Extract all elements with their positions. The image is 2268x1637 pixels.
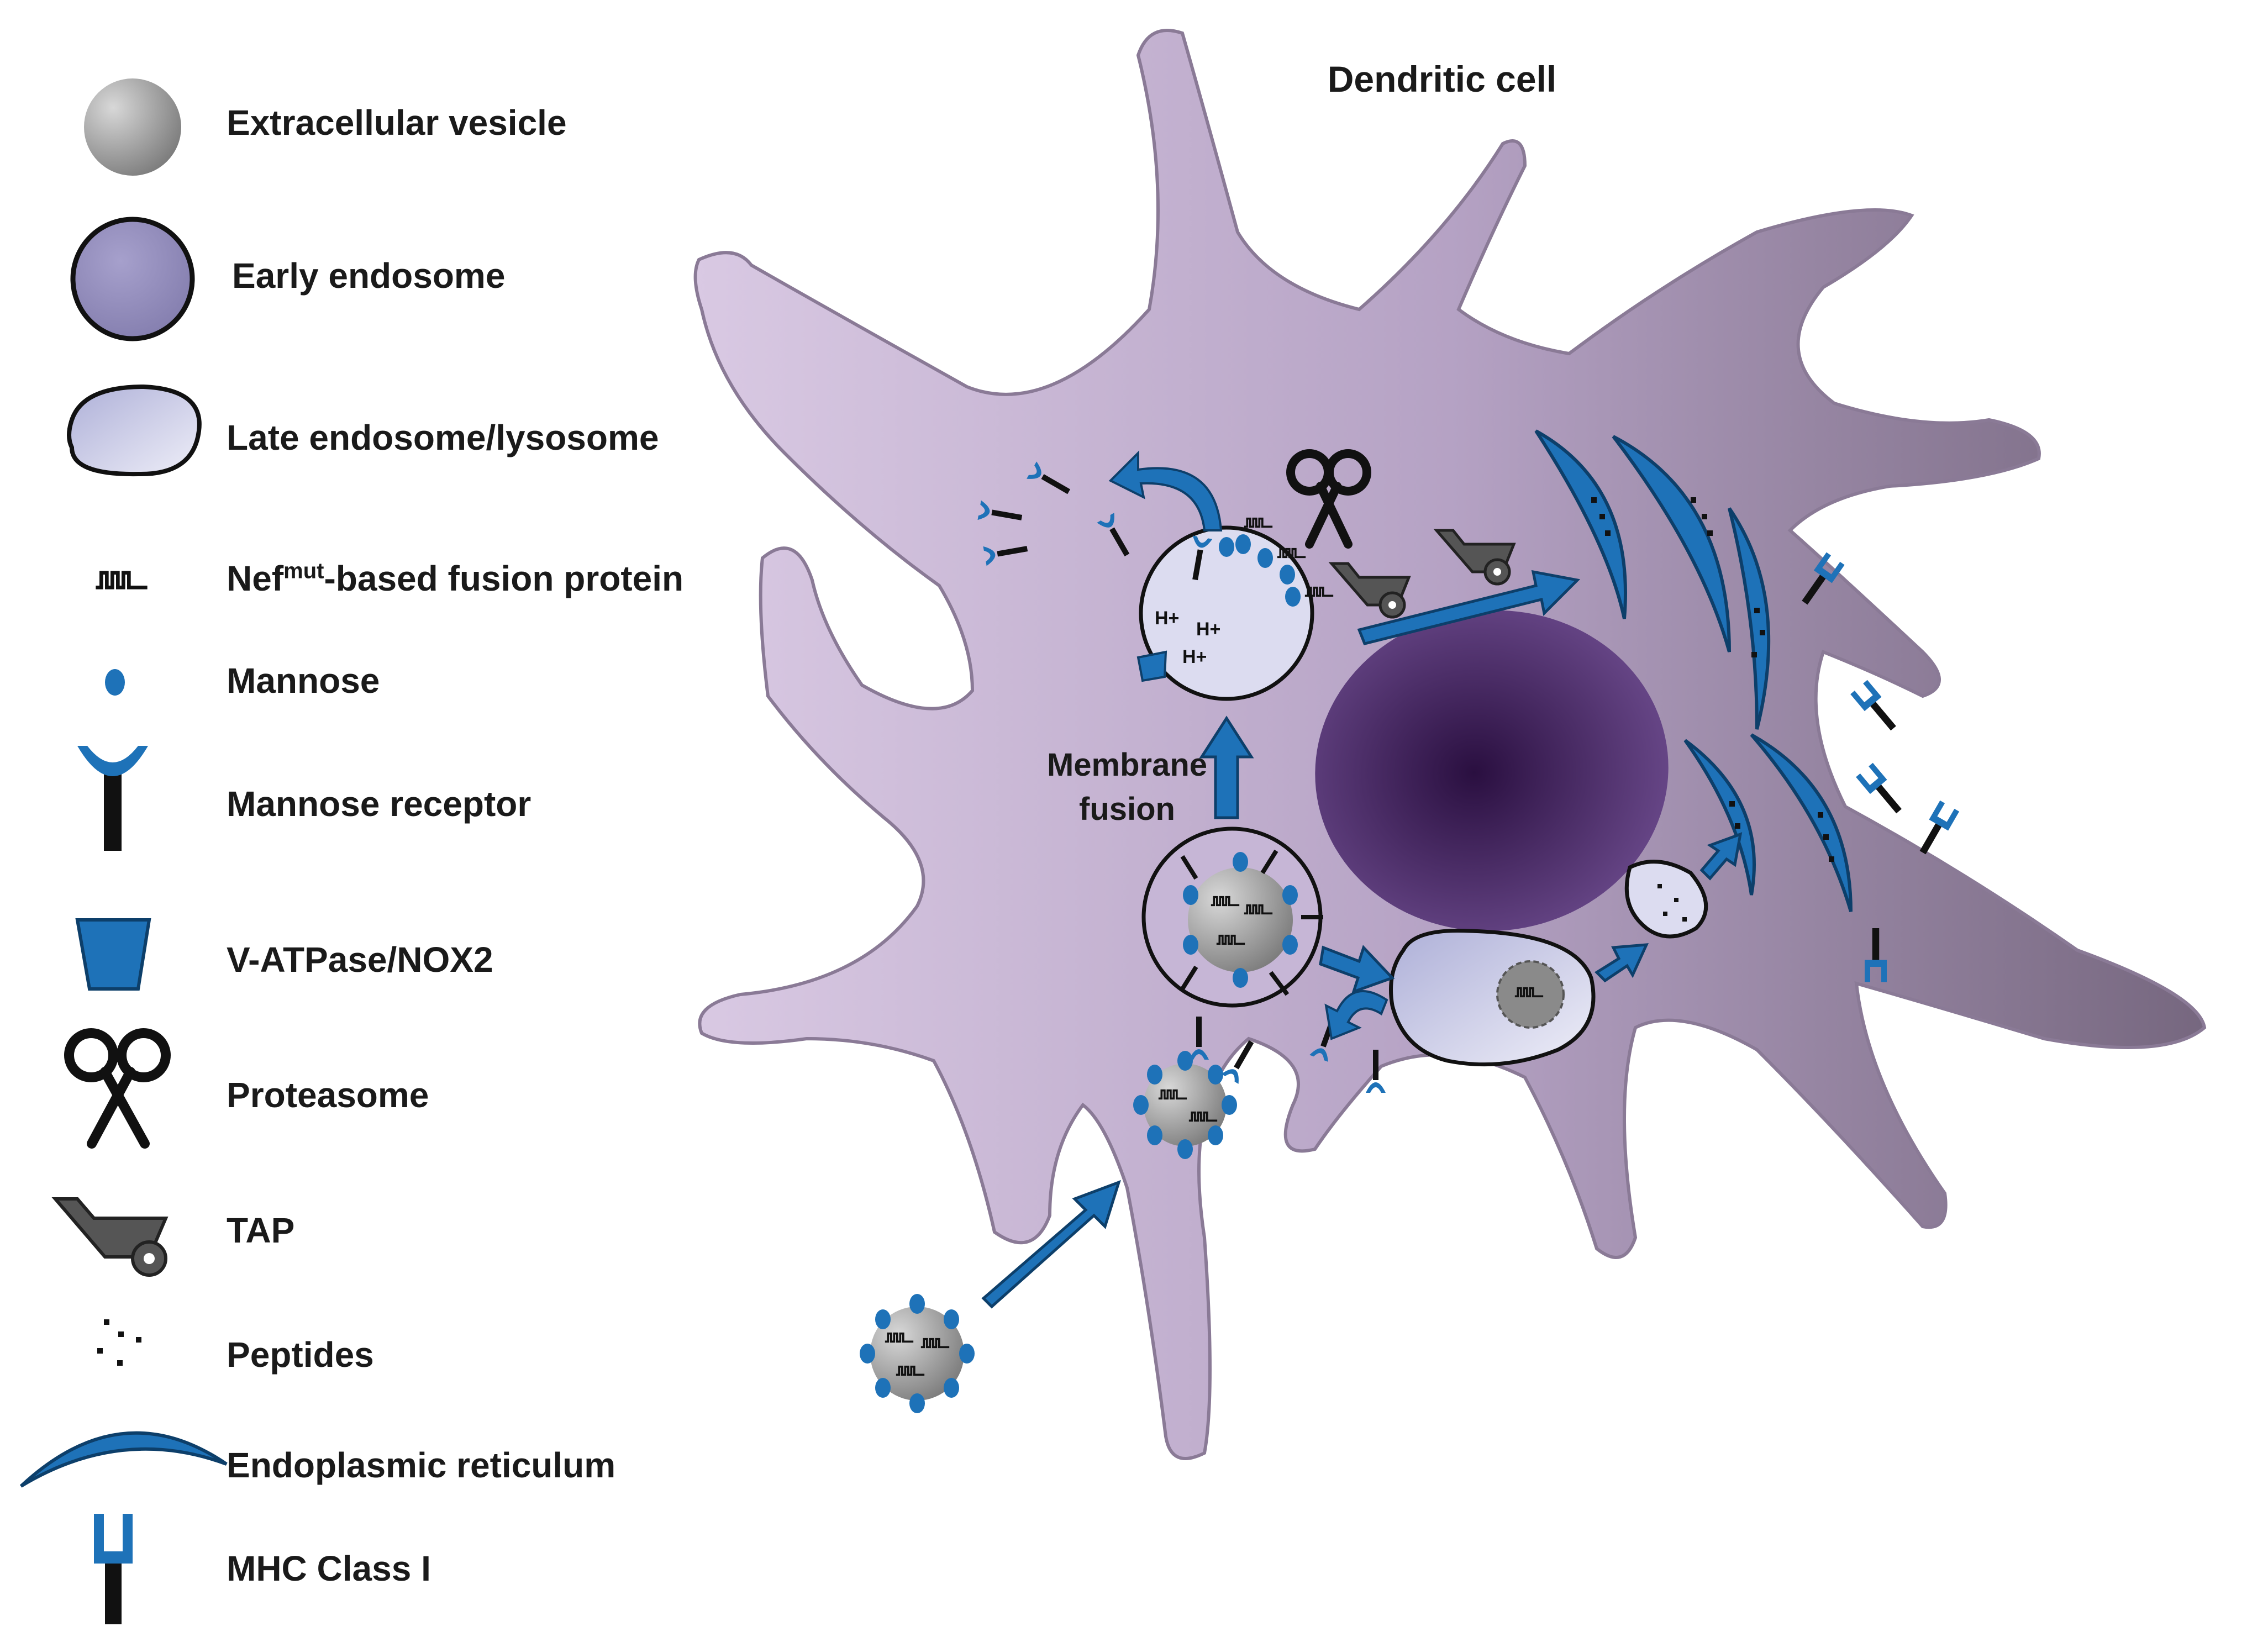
early-endosome-icon	[70, 217, 195, 341]
free-vesicle	[870, 1307, 964, 1401]
legend-label-peptides: Peptides	[227, 1335, 374, 1375]
er-stack-upper	[1534, 429, 1771, 730]
dendritic-cell: H+ H+ H+	[693, 29, 2207, 1460]
arrow-ev-uptake	[981, 1180, 1121, 1309]
v-atpase-on-endosome	[1136, 650, 1167, 682]
er-stack-lower	[1683, 733, 1853, 912]
mannose-receptor-icon	[77, 746, 148, 851]
extracellular-vesicle-icon	[84, 78, 181, 176]
arrows	[981, 570, 1743, 1309]
arrow-to-late-endosome	[1319, 945, 1395, 994]
early-endosome-receptors	[1180, 849, 1323, 996]
arrow-lysosome-to-er	[1699, 832, 1743, 881]
legend-label-tap: TAP	[227, 1210, 295, 1250]
proteasome-icon	[64, 1028, 171, 1149]
legend-label-extracellular-vesicle: Extracellular vesicle	[227, 103, 567, 143]
legend-label-er: Endoplasmic reticulum	[227, 1445, 616, 1485]
internalized-vesicle	[1188, 867, 1293, 972]
early-endosome-mannoses	[1183, 852, 1298, 988]
free-vesicle-mannoses	[860, 1294, 975, 1413]
proton-label-1: H+	[1155, 608, 1179, 629]
peptides-icon	[97, 1319, 141, 1366]
endosome-mannoses	[1219, 534, 1301, 607]
endoplasmic-reticulum-icon	[19, 1431, 228, 1488]
membrane-fusion-line2: fusion	[1079, 791, 1175, 827]
bound-vesicle	[1144, 1064, 1227, 1146]
acidified-endosome	[1139, 525, 1314, 701]
legend-label-mannose-receptor: Mannose receptor	[227, 784, 532, 824]
nucleus	[1315, 610, 1669, 931]
legend	[19, 78, 228, 1624]
legend-label-mannose: Mannose	[227, 661, 380, 701]
cell-proteasome	[1286, 449, 1371, 549]
bound-vesicle-mannoses	[1133, 1051, 1237, 1159]
nef-suffix: -based fusion protein	[324, 559, 684, 598]
cell-title: Dendritic cell	[1327, 59, 1557, 99]
nef-fusion-protein-icon	[96, 573, 147, 588]
arrow-late-to-lysosome	[1595, 943, 1649, 983]
membrane-fusion-label: Membrane fusion	[994, 743, 1260, 831]
tap-icon	[51, 1197, 169, 1277]
mhc-class-i-icon	[94, 1514, 133, 1624]
arrow-fusion-up	[1199, 715, 1254, 819]
proton-label-2: H+	[1196, 619, 1220, 640]
proton-label-3: H+	[1182, 646, 1207, 667]
legend-label-early-endosome: Early endosome	[232, 256, 506, 296]
membrane-fusion-line1: Membrane	[1046, 747, 1208, 783]
cell-tap-2	[1433, 529, 1516, 586]
mannose-icon	[105, 669, 125, 696]
proton-labels: H+ H+ H+	[1155, 608, 1220, 667]
nef-prefix: Nef	[227, 559, 284, 598]
nef-superscript: mut	[283, 559, 324, 583]
legend-label-nef-fusion-protein: Nefmut-based fusion protein	[227, 558, 683, 599]
recycling-arrow-upper	[1108, 450, 1223, 531]
cell-tap-1	[1328, 562, 1411, 619]
legend-label-v-atpase: V-ATPase/NOX2	[227, 940, 493, 980]
late-endosome-icon	[67, 384, 202, 477]
er-peptides	[1591, 497, 1834, 862]
legend-label-late-endosome: Late endosome/lysosome	[227, 418, 659, 457]
surface-mhc-3	[1856, 762, 1908, 819]
legend-label-proteasome: Proteasome	[227, 1075, 429, 1115]
v-atpase-icon	[75, 918, 151, 991]
lysosome-peptides	[1657, 884, 1687, 922]
recycling-arrow-lower	[1324, 990, 1388, 1040]
arrow-to-er	[1357, 570, 1581, 645]
surface-mhc-2	[1850, 680, 1902, 736]
legend-label-mhc: MHC Class I	[227, 1549, 431, 1588]
